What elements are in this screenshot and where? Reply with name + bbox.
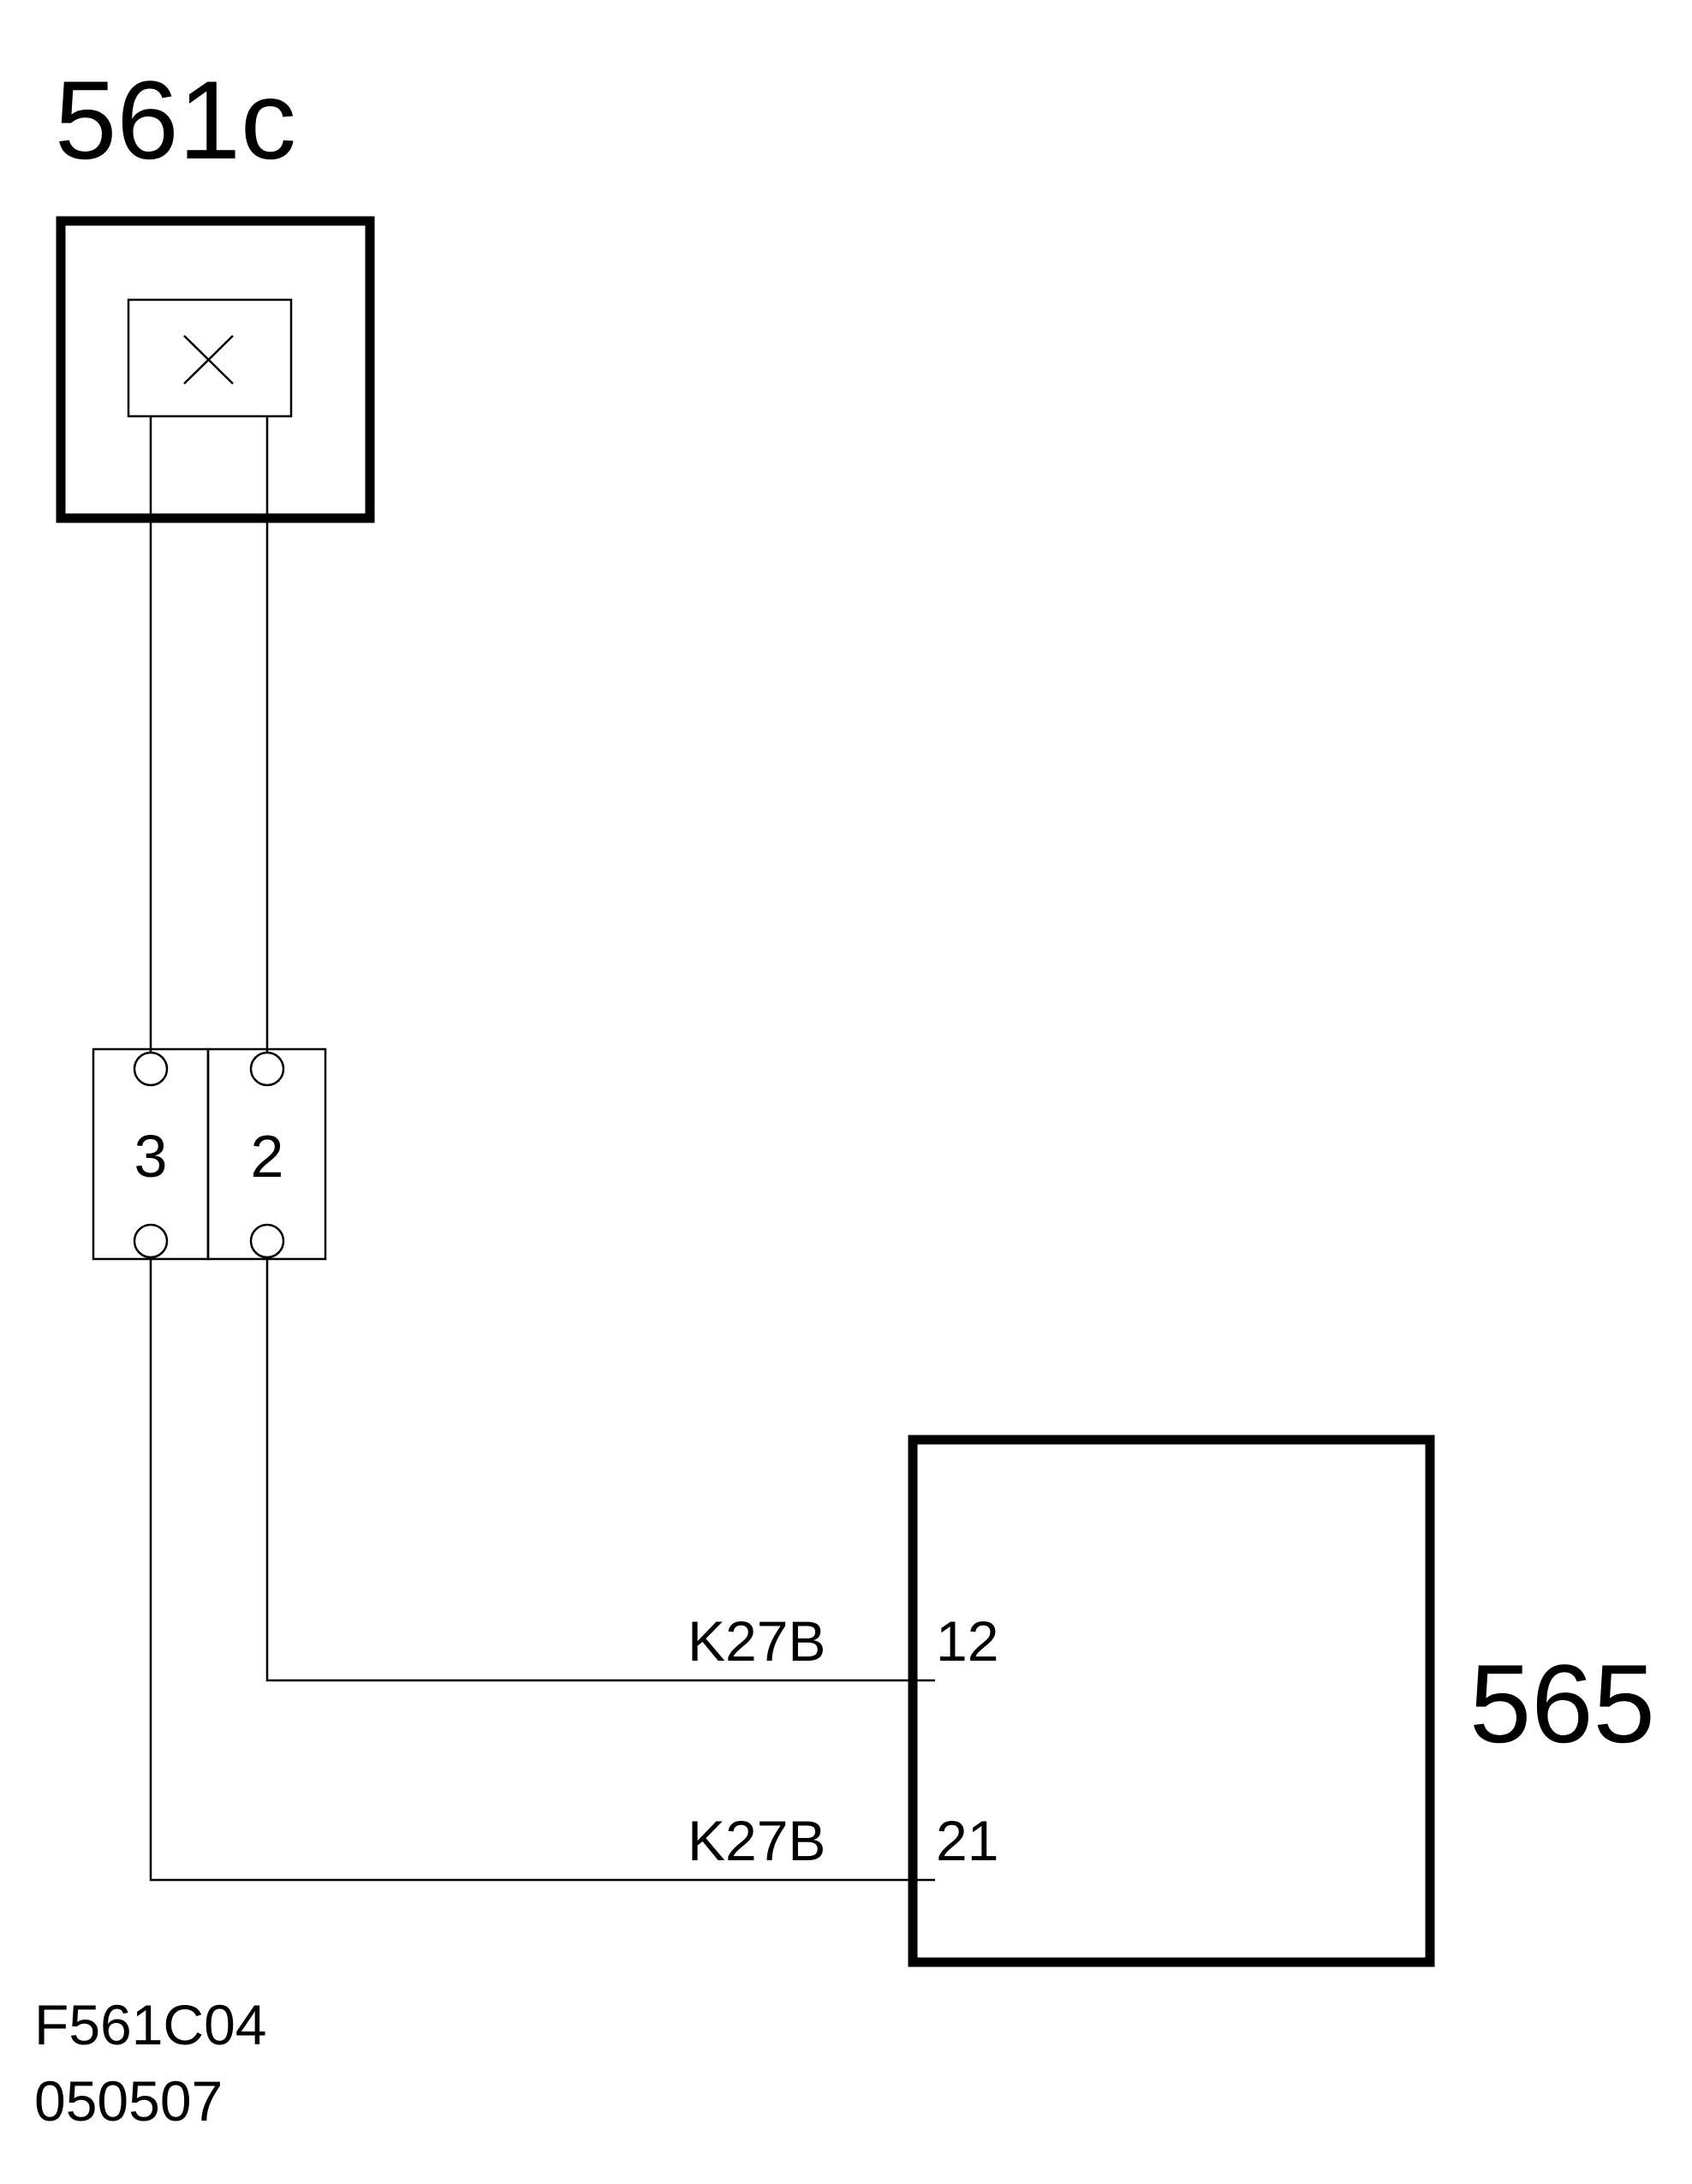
- pin-number-label: 12: [936, 1609, 998, 1673]
- switch-x-icon: [183, 335, 234, 385]
- wire-code-label: K27B: [688, 1809, 825, 1872]
- wire-code-label: K27B: [688, 1609, 825, 1673]
- pin-number-label: 21: [936, 1809, 998, 1872]
- switch-561c-label: 561c: [55, 57, 296, 182]
- cavity-2-number: 2: [251, 1123, 284, 1190]
- wire-cavity-3-to-pin-21: [149, 1257, 935, 1882]
- unit-565-label: 565: [1469, 1641, 1655, 1766]
- unit-565-box: [908, 1435, 1435, 1967]
- terminal-circle: [249, 1223, 285, 1259]
- terminal-circle: [133, 1051, 169, 1087]
- wire-cavity-2-to-pin-12: [265, 1257, 935, 1682]
- figure-id: F561C04: [34, 1993, 267, 2056]
- terminal-circle: [133, 1223, 169, 1259]
- terminal-circle: [249, 1051, 285, 1087]
- switch-561c-element: [127, 298, 293, 418]
- connector-block: 3 2: [92, 1047, 327, 1261]
- date-code: 050507: [34, 2069, 223, 2133]
- switch-561c-box: [56, 216, 375, 523]
- cavity-3-number: 3: [134, 1123, 168, 1190]
